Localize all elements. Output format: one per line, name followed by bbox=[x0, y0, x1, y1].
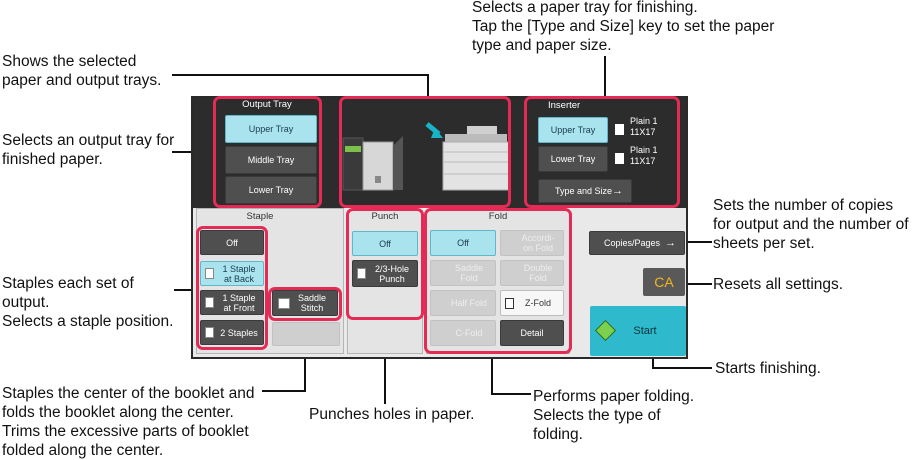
leader-copies bbox=[686, 241, 712, 243]
output-upper-tray-button[interactable]: Upper Tray bbox=[225, 115, 317, 143]
callout-fold: Performs paper folding.Selects the type … bbox=[533, 388, 695, 443]
leader-fold-h bbox=[491, 393, 531, 395]
inserter-lower-tray-button[interactable]: Lower Tray bbox=[538, 146, 608, 172]
punch-title: Punch bbox=[371, 211, 399, 222]
z-fold-button[interactable]: Z-Fold bbox=[500, 290, 564, 316]
leader-resets bbox=[688, 283, 712, 285]
inserter-title: Inserter bbox=[548, 100, 581, 111]
type-and-size-button[interactable]: Type and Size → bbox=[538, 179, 632, 203]
arrow-right-icon: → bbox=[612, 185, 623, 197]
two-staples-icon bbox=[205, 327, 214, 338]
half-fold-button[interactable]: Half Fold bbox=[430, 290, 496, 316]
inserter-upper-tray-button[interactable]: Upper Tray bbox=[538, 117, 608, 143]
z-fold-icon bbox=[505, 298, 514, 309]
c-fold-button[interactable]: C-Fold bbox=[430, 320, 496, 346]
paper-icon bbox=[615, 153, 624, 164]
punch-off-button[interactable]: Off bbox=[352, 231, 418, 256]
clear-all-button[interactable]: CA bbox=[643, 268, 685, 296]
fold-detail-button[interactable]: Detail bbox=[500, 320, 564, 346]
callout-punch: Punches holes in paper. bbox=[309, 406, 475, 423]
copies-pages-button[interactable]: Copies/Pages → bbox=[589, 231, 685, 255]
copies-pages-label: Copies/Pages bbox=[604, 238, 661, 248]
staple-off-button[interactable]: Off bbox=[200, 230, 264, 255]
leader-punch bbox=[384, 322, 386, 404]
fold-title: Fold bbox=[488, 211, 508, 222]
leader-staples bbox=[174, 289, 196, 291]
output-middle-tray-button[interactable]: Middle Tray bbox=[225, 146, 317, 174]
accordion-fold-button[interactable]: Accordi-on Fold bbox=[500, 230, 564, 256]
two-staples-button[interactable]: 2 Staples bbox=[200, 320, 264, 345]
callout-starts: Starts finishing. bbox=[715, 360, 821, 377]
paper-icon bbox=[615, 124, 624, 135]
type-and-size-label: Type and Size bbox=[555, 186, 613, 196]
book-icon bbox=[278, 298, 290, 309]
leader-fold-v bbox=[491, 352, 493, 394]
disabled-button bbox=[272, 322, 340, 346]
start-label: Start bbox=[633, 325, 657, 337]
output-tray-title: Output Tray bbox=[242, 99, 292, 110]
callout-paper-tray: Selects a paper tray for finishing.Tap t… bbox=[472, 0, 775, 54]
staple-title: Staple bbox=[246, 211, 274, 222]
leader-paper-tray bbox=[604, 56, 606, 96]
output-lower-tray-button[interactable]: Lower Tray bbox=[225, 176, 317, 204]
start-diamond-icon bbox=[594, 319, 617, 342]
leader-shows-trays-v bbox=[427, 74, 429, 96]
arrow-right-icon: → bbox=[665, 237, 676, 249]
z-fold-label: Z-Fold bbox=[524, 298, 551, 308]
leader-saddle-h bbox=[262, 390, 306, 392]
staple-back-icon bbox=[205, 268, 214, 279]
leader-starts-h bbox=[652, 367, 712, 369]
callout-resets: Resets all settings. bbox=[713, 276, 844, 293]
start-button[interactable]: Start bbox=[590, 306, 686, 356]
two-staples-label: 2 Staples bbox=[220, 327, 258, 338]
fold-off-button[interactable]: Off bbox=[430, 230, 496, 256]
leader-shows-trays-h bbox=[172, 74, 428, 76]
machine-illustration bbox=[341, 96, 511, 206]
staple-front-icon bbox=[205, 297, 214, 308]
punch-icon bbox=[357, 268, 366, 279]
